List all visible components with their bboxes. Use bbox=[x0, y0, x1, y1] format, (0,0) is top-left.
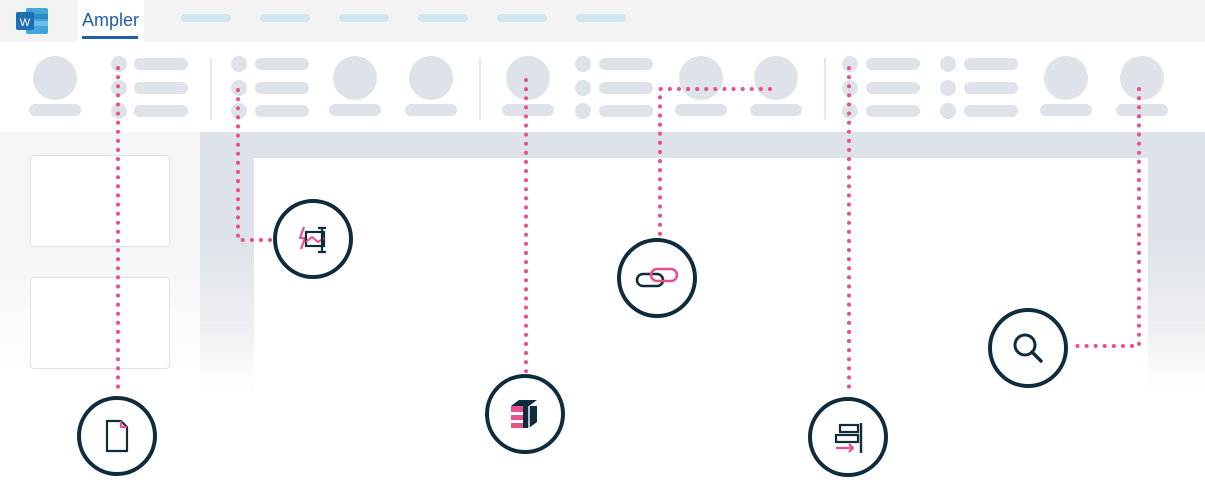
ribbon-separator bbox=[210, 58, 212, 120]
ribbon-small-icon[interactable] bbox=[842, 103, 858, 119]
tab-placeholder[interactable] bbox=[181, 14, 231, 22]
ribbon-separator bbox=[824, 58, 826, 120]
ribbon-separator bbox=[479, 58, 481, 120]
ribbon-small-label[interactable] bbox=[866, 105, 920, 117]
ribbon-button-large[interactable] bbox=[506, 56, 550, 100]
active-tab-underline bbox=[82, 36, 138, 39]
ribbon-small-label[interactable] bbox=[866, 58, 920, 70]
ribbon-small-icon[interactable] bbox=[575, 80, 591, 96]
ribbon-small-label[interactable] bbox=[964, 58, 1018, 70]
ribbon-small-label[interactable] bbox=[599, 105, 653, 117]
ribbon-small-label[interactable] bbox=[866, 82, 920, 94]
link-callout[interactable] bbox=[617, 238, 697, 318]
document-callout[interactable] bbox=[77, 396, 157, 476]
tab-ampler[interactable]: Ampler bbox=[82, 10, 140, 30]
ribbon-button-label bbox=[502, 104, 554, 116]
ribbon-small-label[interactable] bbox=[134, 82, 188, 94]
ribbon-small-icon[interactable] bbox=[575, 103, 591, 119]
align-right-callout[interactable] bbox=[808, 397, 888, 477]
connector-search bbox=[1072, 87, 1141, 348]
page-thumbnail[interactable] bbox=[30, 155, 170, 247]
ribbon-button-large[interactable] bbox=[409, 56, 453, 100]
ribbon-small-label[interactable] bbox=[134, 105, 188, 117]
picture-format-callout[interactable] bbox=[273, 199, 353, 279]
tab-placeholder[interactable] bbox=[418, 14, 468, 22]
word-app-letter: W bbox=[20, 17, 31, 29]
ribbon-button-large[interactable] bbox=[33, 56, 77, 100]
picture-format-icon bbox=[298, 226, 326, 254]
ribbon-small-label[interactable] bbox=[255, 82, 309, 94]
tab-placeholder[interactable] bbox=[576, 14, 626, 22]
page-thumbnail[interactable] bbox=[30, 277, 170, 369]
ribbon-small-label[interactable] bbox=[964, 82, 1018, 94]
word-app-icon[interactable]: W bbox=[16, 6, 50, 36]
ribbon-button-label bbox=[29, 104, 81, 116]
ribbon-small-label[interactable] bbox=[964, 105, 1018, 117]
ribbon-button-label bbox=[750, 104, 802, 116]
ribbon-small-icon[interactable] bbox=[231, 103, 247, 119]
connector-picture-format bbox=[236, 88, 274, 242]
tab-active-background bbox=[78, 0, 144, 42]
book-callout[interactable] bbox=[485, 374, 565, 454]
ribbon-small-icon[interactable] bbox=[842, 56, 858, 72]
search-callout[interactable] bbox=[988, 308, 1068, 388]
ribbon-small-label[interactable] bbox=[255, 105, 309, 117]
link-icon bbox=[635, 267, 679, 288]
document-icon bbox=[105, 419, 129, 453]
ribbon-small-icon[interactable] bbox=[111, 103, 127, 119]
ribbon-small-icon[interactable] bbox=[940, 56, 956, 72]
ribbon-small-icon[interactable] bbox=[940, 80, 956, 96]
ribbon-small-icon[interactable] bbox=[111, 56, 127, 72]
ribbon-small-icon[interactable] bbox=[575, 56, 591, 72]
ribbon-small-icon[interactable] bbox=[231, 56, 247, 72]
ribbon-small-label[interactable] bbox=[255, 58, 309, 70]
ribbon-button-large[interactable] bbox=[679, 56, 723, 100]
tab-placeholder[interactable] bbox=[497, 14, 547, 22]
ribbon-button-large[interactable] bbox=[1044, 56, 1088, 100]
search-icon bbox=[1013, 333, 1043, 363]
align-right-icon bbox=[834, 423, 863, 453]
ribbon-button-label bbox=[329, 104, 381, 116]
ribbon-button-large[interactable] bbox=[1120, 56, 1164, 100]
ribbon-button-label bbox=[1040, 104, 1092, 116]
ribbon-small-icon[interactable] bbox=[231, 80, 247, 96]
title-bar: W Ampler bbox=[0, 0, 1205, 42]
ribbon-small-label[interactable] bbox=[599, 58, 653, 70]
ribbon-button-label bbox=[1116, 104, 1168, 116]
ribbon-button-large[interactable] bbox=[333, 56, 377, 100]
tab-placeholder[interactable] bbox=[339, 14, 389, 22]
ribbon-small-label[interactable] bbox=[599, 82, 653, 94]
ribbon-button-label bbox=[675, 104, 727, 116]
ribbon-button-label bbox=[405, 104, 457, 116]
connector-link bbox=[658, 87, 772, 238]
ribbon-small-label[interactable] bbox=[134, 58, 188, 70]
ribbon-button-large[interactable] bbox=[754, 56, 798, 100]
tab-placeholder[interactable] bbox=[260, 14, 310, 22]
ribbon-small-icon[interactable] bbox=[940, 103, 956, 119]
book-icon bbox=[511, 400, 537, 428]
